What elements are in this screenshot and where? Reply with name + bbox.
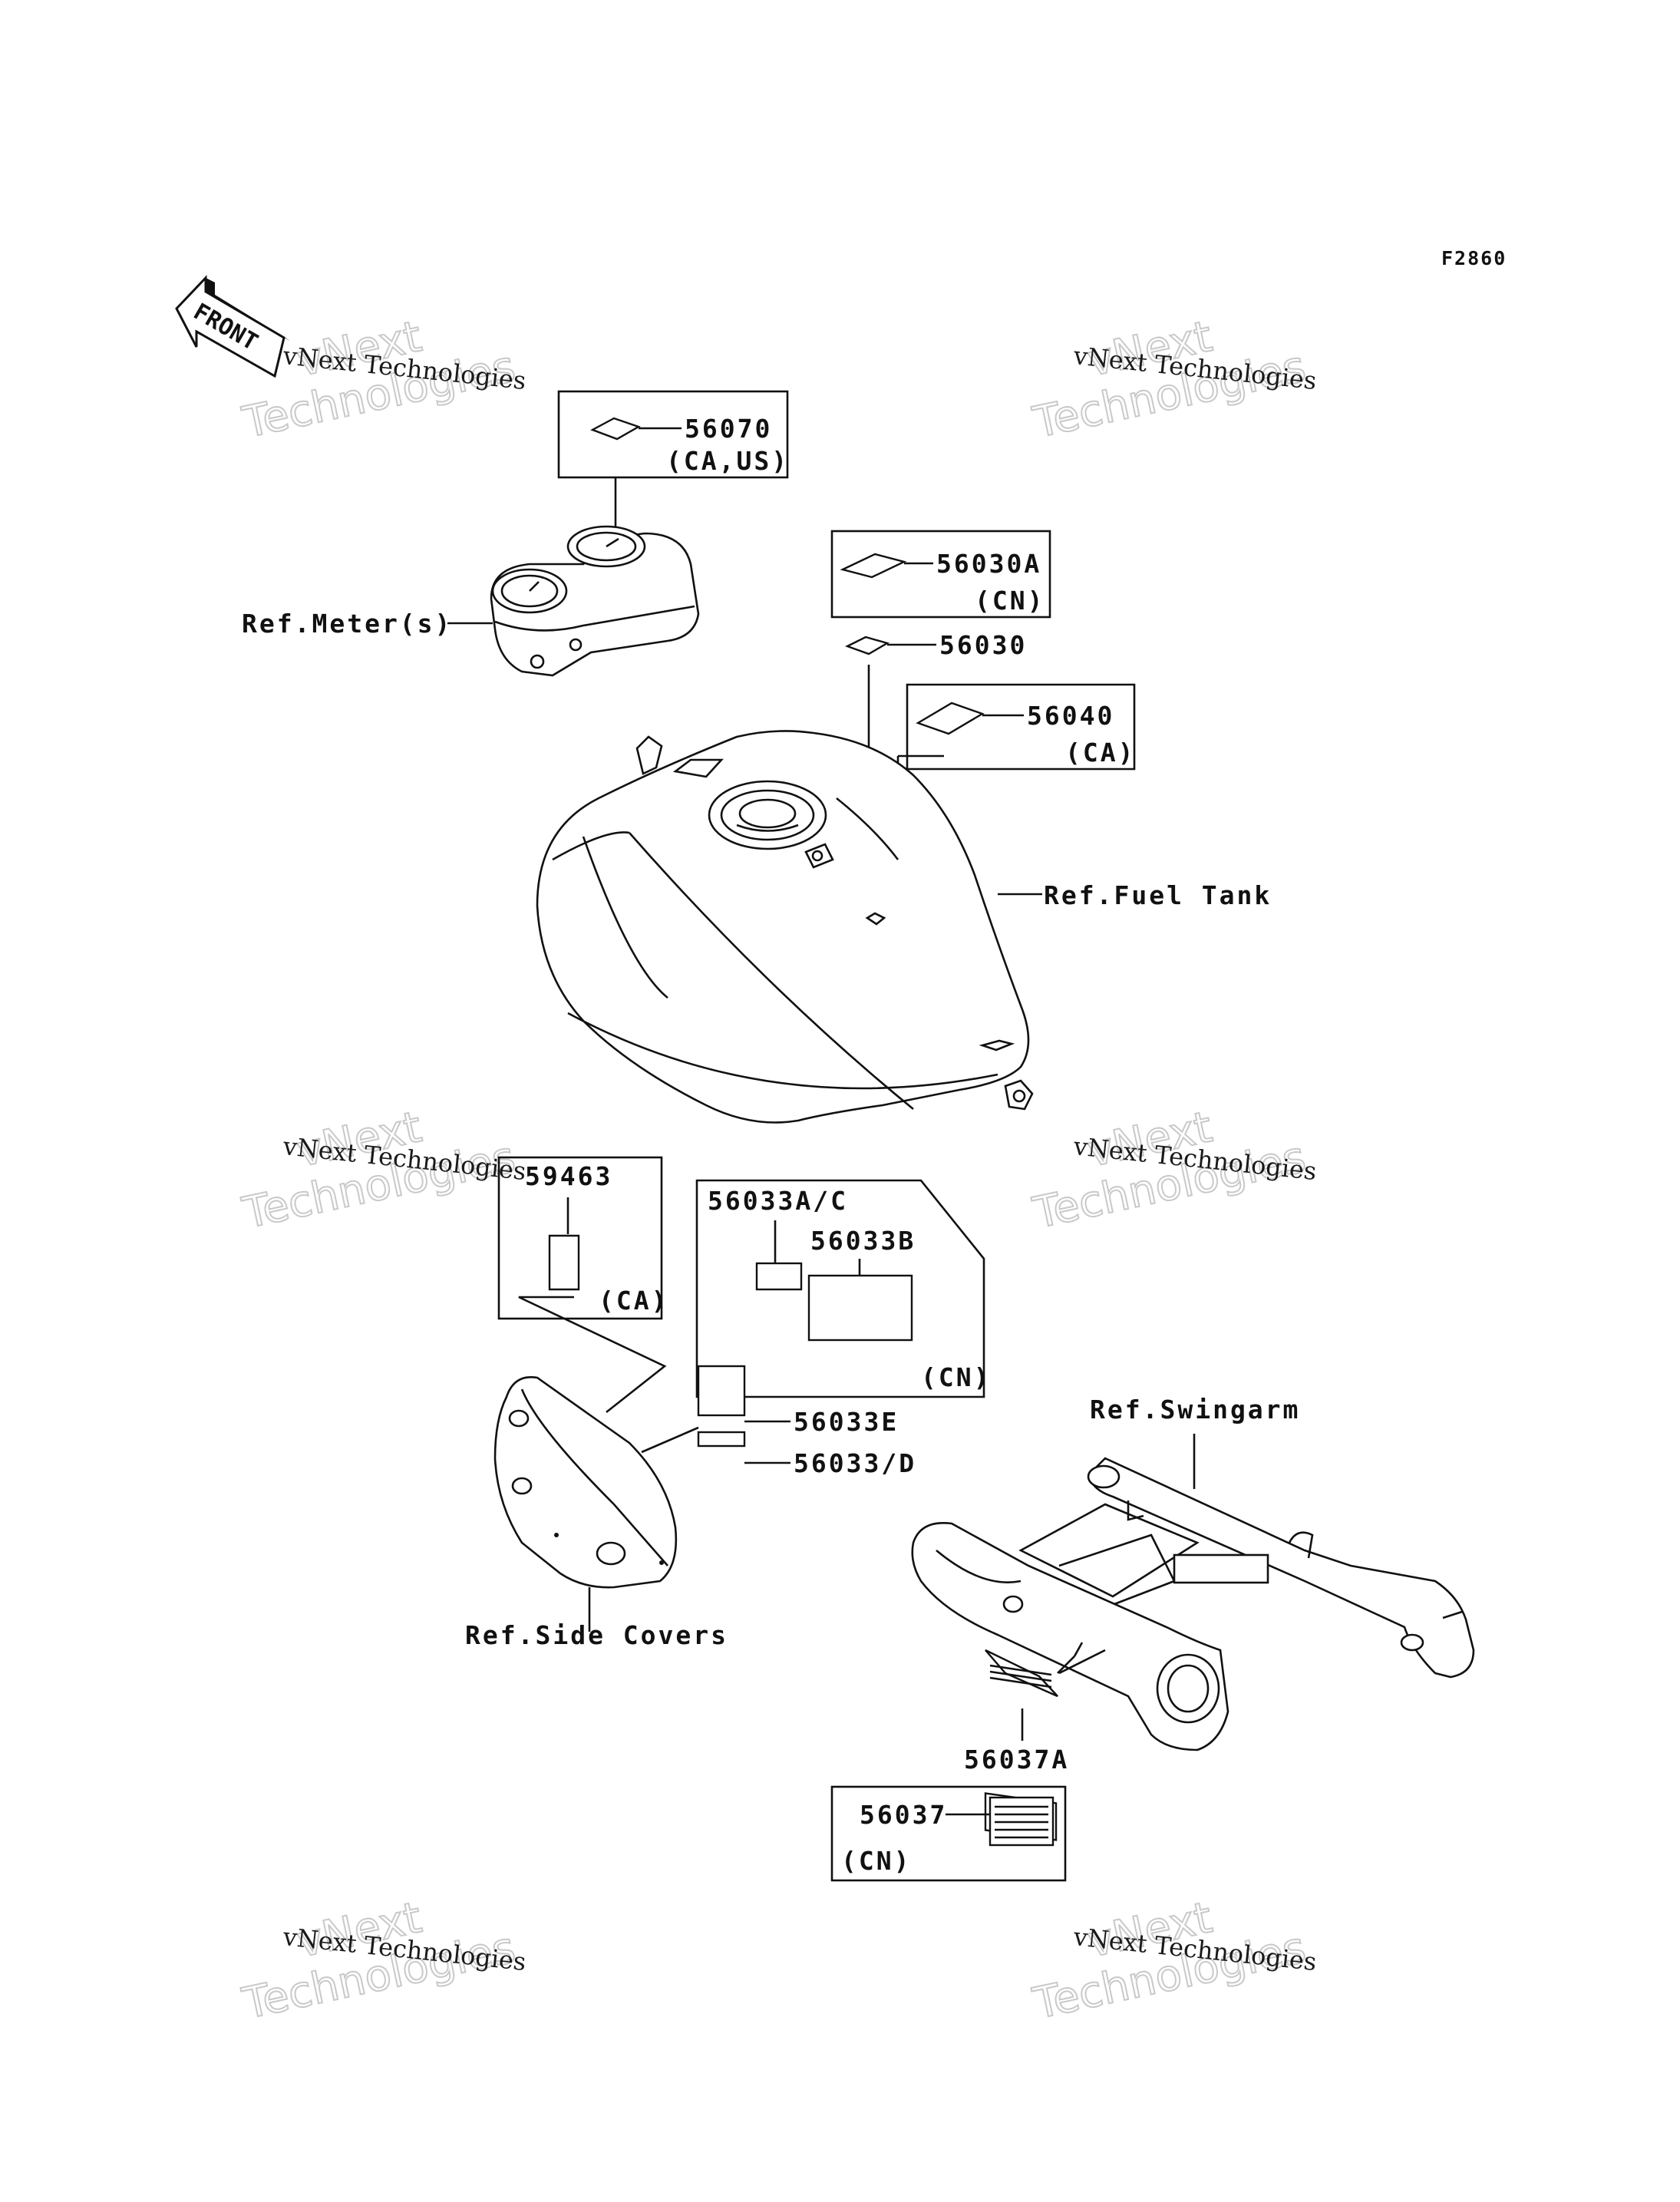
callout-56037: 56037 (CN) — [830, 1785, 1067, 1882]
decal-59463-icon — [548, 1234, 580, 1291]
decal-56033b-icon — [807, 1274, 913, 1342]
callout-59463: 59463 (CA) — [497, 1156, 668, 1414]
label-56030a: 56030A — [936, 549, 1041, 579]
watermark-mid-right: vNext Technologies vNext Technologies — [1028, 1101, 1318, 1240]
decal-56030-icon — [844, 636, 890, 655]
meters-assembly: Ref.Meter(s) — [242, 525, 700, 677]
label-56033b: 56033B — [810, 1226, 916, 1256]
label-56070: 56070 — [685, 414, 772, 444]
decal-56033e-icon — [697, 1365, 746, 1417]
watermark-top-right: vNext Technologies vNext Technologies — [1028, 311, 1318, 449]
label-56033e: 56033E — [794, 1407, 899, 1437]
label-56033-cn: (CN) — [921, 1362, 991, 1392]
label-56033d: 56033/D — [794, 1448, 916, 1478]
callout-56033e-d: 56033E 56033/D — [641, 1365, 916, 1478]
front-arrow-icon: FRONT — [175, 275, 290, 378]
decal-56030a-icon — [840, 553, 907, 579]
fuel-tank: Ref.Fuel Tank — [536, 730, 1272, 1124]
callout-56070: 56070 (CA,US) — [557, 390, 789, 537]
label-59463-region: (CA) — [599, 1286, 668, 1316]
label-ref-side-covers: Ref.Side Covers — [465, 1620, 728, 1650]
watermark-bottom-right: vNext Technologies vNext Technologies — [1028, 1892, 1318, 2030]
watermark-bottom-left: vNext Technologies vNext Technologies — [237, 1892, 527, 2030]
label-ref-meters: Ref.Meter(s) — [242, 609, 452, 639]
label-56033ac: 56033A/C — [708, 1186, 848, 1216]
label-56037a: 56037A — [964, 1745, 1069, 1774]
label-56030a-region: (CN) — [975, 586, 1045, 616]
decal-56033ac-icon — [755, 1262, 803, 1291]
label-ref-fuel-tank: Ref.Fuel Tank — [1044, 880, 1272, 910]
diagram-code: F2860 — [1441, 247, 1507, 269]
decal-56033d-icon — [697, 1431, 746, 1448]
label-59463: 59463 — [525, 1161, 612, 1191]
label-56040-region: (CA) — [1065, 738, 1135, 768]
label-ref-swingarm: Ref.Swingarm — [1090, 1395, 1300, 1425]
label-56040: 56040 — [1027, 701, 1114, 731]
callout-56033: 56033A/C 56033B (CN) — [695, 1179, 991, 1398]
swingarm: Ref.Swingarm — [911, 1395, 1475, 1751]
callout-56030a: 56030A (CN) — [830, 530, 1051, 619]
label-56037-region: (CN) — [841, 1846, 911, 1876]
label-56030: 56030 — [939, 630, 1027, 660]
label-56037: 56037 — [860, 1800, 947, 1830]
decal-56070-icon — [590, 417, 641, 441]
callout-56040: 56040 (CA) — [896, 683, 1136, 815]
label-56070-region: (CA,US) — [666, 446, 789, 476]
callout-56030: 56030 — [844, 630, 1027, 775]
decal-56040-icon — [916, 702, 985, 735]
watermark-mid-left: vNext Technologies vNext Technologies — [237, 1101, 527, 1240]
side-cover: Ref.Side Covers — [465, 1375, 728, 1650]
watermark-top-left: vNext Technologies vNext Technologies — [237, 311, 527, 449]
